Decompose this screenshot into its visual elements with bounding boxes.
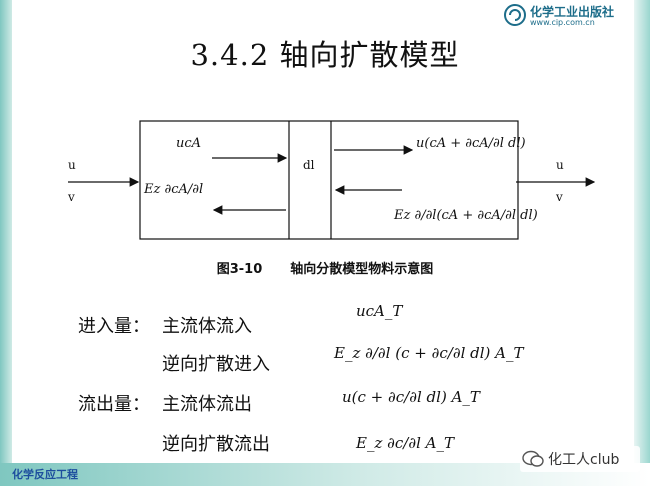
inlet-v-label: v: [68, 190, 75, 204]
diagram-graphics: [68, 120, 596, 240]
figure-caption-text: 轴向分散模型物料示意图: [290, 262, 434, 277]
right-decor-bar: [634, 0, 650, 486]
outflow-group-label: 流出量：: [78, 394, 150, 415]
reactor-box: [139, 120, 519, 240]
publisher-url: www.cip.com.cn: [530, 18, 595, 27]
back-diffusion-in-label: 逆向扩散进入: [162, 354, 270, 375]
footer-course-title: 化学反应工程: [12, 468, 78, 481]
axial-dispersion-diagram: u v u v dl ucA Ez ∂cA/∂l u(cA + ∂cA/∂l d…: [60, 118, 600, 248]
flux-out-dispersive-label: Ez ∂/∂l(cA + ∂cA/∂l dl): [394, 208, 538, 223]
publisher-logo-icon: [504, 4, 526, 26]
wechat-icon: [522, 450, 544, 467]
wechat-account-name: 化工人club: [548, 452, 620, 468]
publisher-name: 化学工业出版社: [530, 5, 615, 19]
flux-in-convective-label: ucA: [176, 136, 202, 151]
wechat-watermark: 化工人club: [520, 446, 640, 472]
publisher-header: 化学工业出版社 www.cip.com.cn: [504, 3, 642, 29]
slide-title: 3.4.2 轴向扩散模型: [190, 38, 460, 72]
outlet-u-label: u: [556, 158, 564, 172]
inflow-group-label: 进入量：: [78, 316, 150, 337]
left-decor-bar: [0, 0, 12, 486]
main-flow-in-label: 主流体流入: [162, 316, 252, 337]
flux-out-convective-label: u(cA + ∂cA/∂l dl): [416, 136, 526, 151]
footer-bar: [0, 463, 650, 486]
outlet-v-label: v: [556, 190, 563, 204]
formula-back-diffusion-in: E_z ∂/∂l (c + ∂c/∂l dl) A_T: [334, 344, 524, 362]
main-flow-out-label: 主流体流出: [162, 394, 252, 415]
element-dl-label: dl: [303, 158, 315, 172]
formula-main-flow-in: ucA_T: [356, 302, 403, 320]
formula-back-diffusion-out: E_z ∂c/∂l A_T: [356, 434, 454, 452]
formula-main-flow-out: u(c + ∂c/∂l dl) A_T: [342, 388, 480, 406]
inlet-u-label: u: [68, 158, 76, 172]
figure-number: 图3-10: [216, 262, 263, 277]
back-diffusion-out-label: 逆向扩散流出: [162, 434, 270, 455]
figure-caption: 图3-10 轴向分散模型物料示意图: [0, 258, 650, 277]
flux-in-dispersive-label: Ez ∂cA/∂l: [144, 182, 204, 197]
